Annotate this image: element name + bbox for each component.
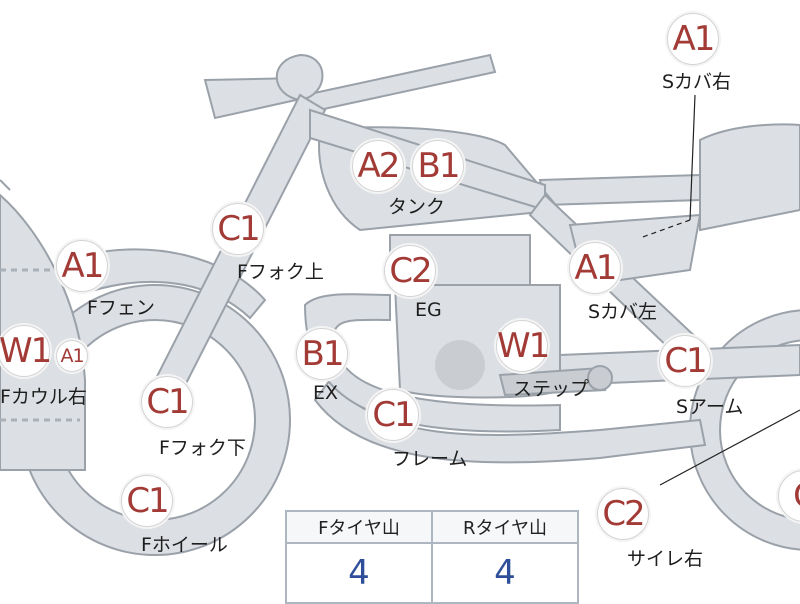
front-wheel-shape bbox=[18, 284, 292, 556]
s-cover-left-grade-badge: A1 bbox=[569, 242, 621, 294]
rear-tyre-header: Rタイヤ山 bbox=[431, 510, 579, 544]
s-arm-label: Sアーム bbox=[676, 396, 744, 418]
tank-label: タンク bbox=[388, 196, 446, 218]
f-cowl-right-extra-grade-badge: A1 bbox=[56, 340, 88, 372]
exhaust-shape bbox=[303, 293, 561, 433]
s-arm-grade-badge: C1 bbox=[659, 335, 711, 387]
frame-label: フレーム bbox=[392, 448, 468, 470]
tank-grade-b-badge: B1 bbox=[412, 140, 464, 192]
front-tyre-header: Fタイヤ山 bbox=[285, 510, 433, 544]
s-cover-right-leader bbox=[689, 94, 696, 221]
step-grade-badge: W1 bbox=[496, 320, 550, 372]
s-cover-right-grade-badge: A1 bbox=[667, 13, 719, 65]
f-cowl-right-grade-badge: W1 bbox=[0, 325, 52, 377]
frame-grade-badge: C1 bbox=[367, 389, 419, 441]
f-fork-lower-grade-badge: C1 bbox=[141, 376, 193, 428]
front-fender-shape bbox=[83, 248, 267, 320]
s-cover-right-label: Sカバ右 bbox=[662, 71, 732, 93]
tyre-tread-table: Fタイヤ山 Rタイヤ山 4 4 bbox=[285, 510, 579, 604]
tank-grade-a-badge: A2 bbox=[352, 140, 404, 192]
f-fork-upper-grade-badge: C1 bbox=[212, 203, 264, 255]
rear-tyre-value: 4 bbox=[431, 542, 579, 604]
f-fender-label: Fフェン bbox=[87, 297, 155, 319]
muffler-right-leader bbox=[659, 409, 800, 486]
f-fork-lower-label: Fフォク下 bbox=[159, 437, 246, 459]
muffler-right-label: サイレ右 bbox=[627, 548, 704, 570]
muffler-right-grade-badge: C2 bbox=[597, 488, 649, 540]
engine-label: EG bbox=[415, 299, 442, 321]
s-cover-left-label: Sカバ左 bbox=[588, 301, 658, 323]
exhaust-label: EX bbox=[313, 382, 339, 404]
step-label: ステップ bbox=[513, 378, 590, 400]
seat-shape bbox=[699, 123, 800, 232]
f-fender-grade-badge: A1 bbox=[56, 240, 108, 292]
exhaust-grade-badge: B1 bbox=[296, 328, 348, 380]
f-cowl-right-label: Fカウル右 bbox=[0, 386, 87, 408]
front-tyre-value: 4 bbox=[285, 542, 433, 604]
f-fork-upper-label: Fフォク上 bbox=[237, 261, 324, 283]
f-wheel-grade-badge: C1 bbox=[121, 475, 173, 527]
engine-grade-badge: C2 bbox=[384, 245, 436, 297]
f-wheel-label: Fホイール bbox=[141, 534, 228, 556]
